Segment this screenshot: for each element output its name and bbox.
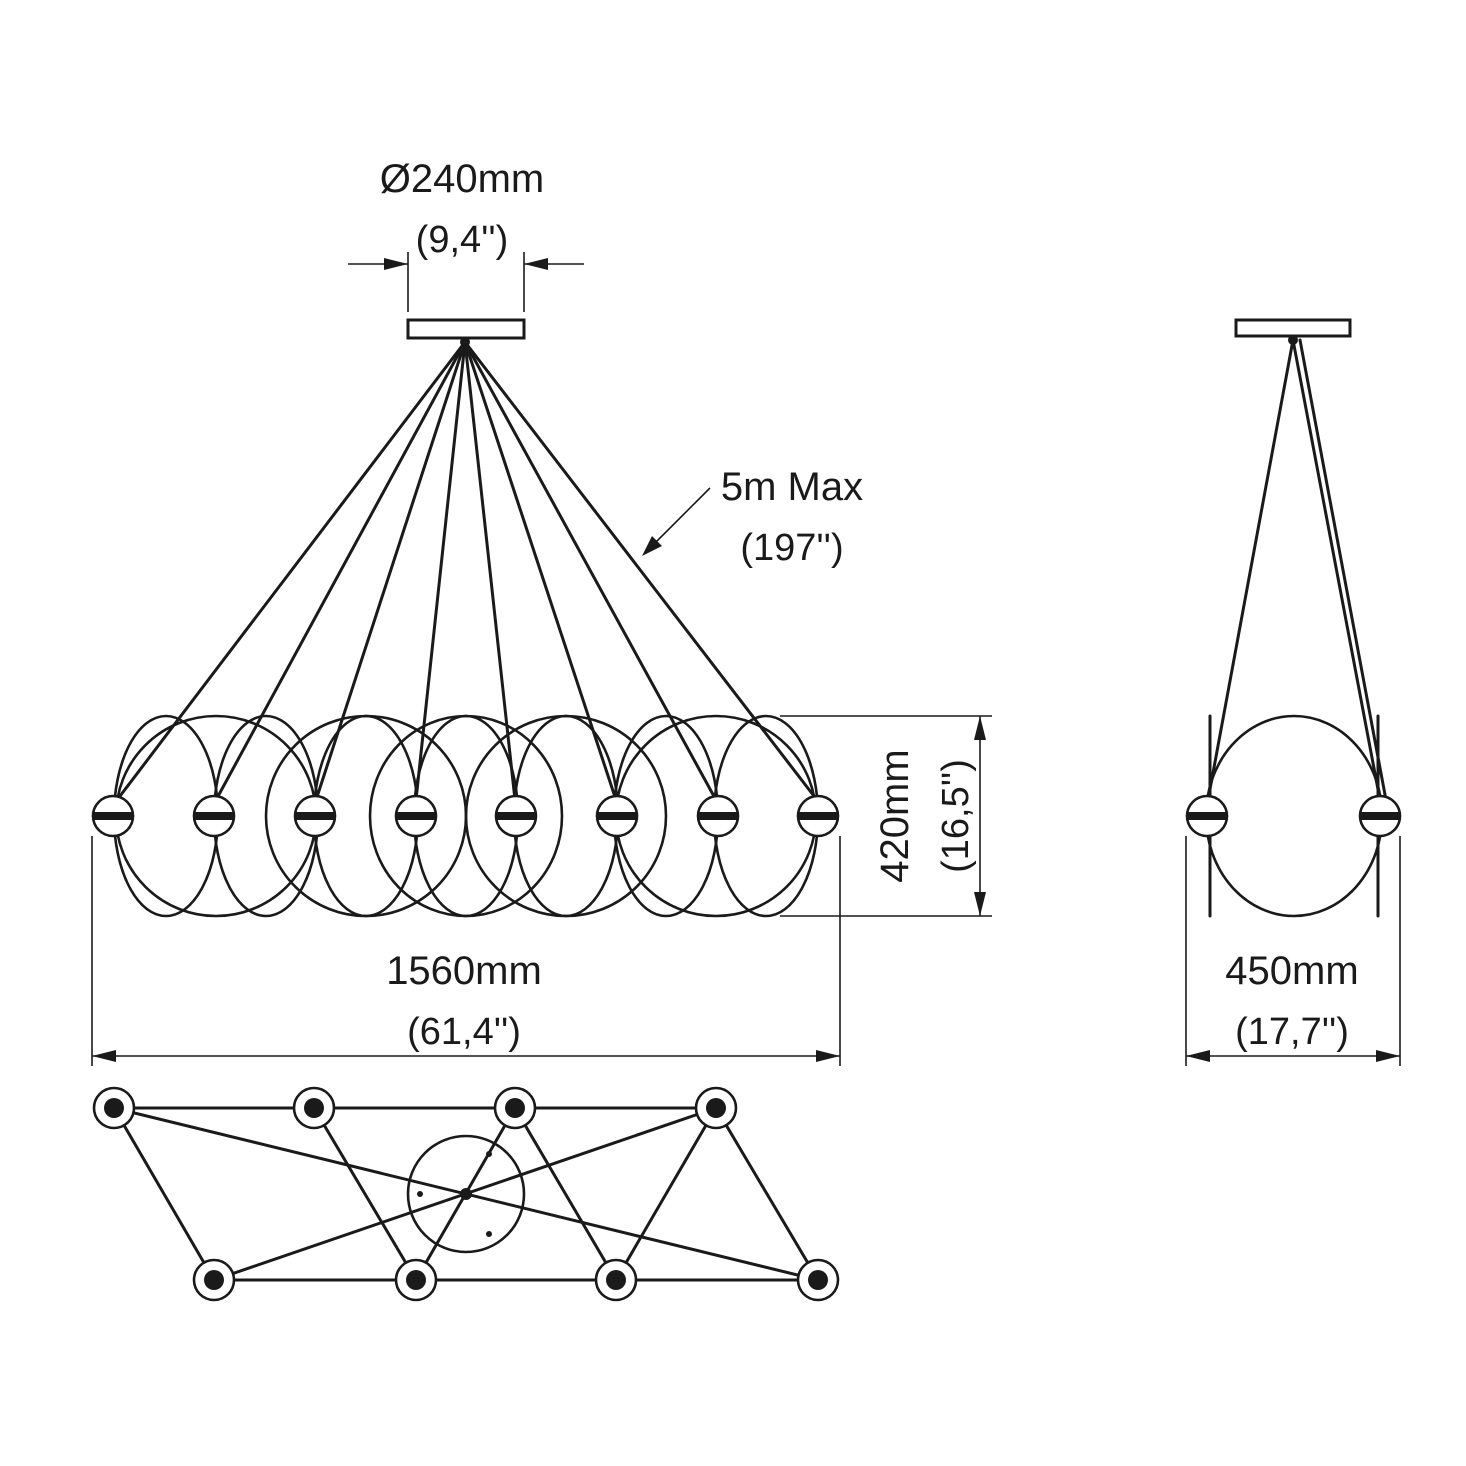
sphere-light-icon (493, 1086, 537, 1130)
side-view: 450mm (17,7'') (1185, 318, 1402, 1066)
ceiling-canopy-icon (1234, 318, 1352, 338)
sphere-light-icon (594, 1258, 638, 1302)
suspension-cables-side (1206, 338, 1388, 802)
light-heads-top (92, 1086, 840, 1302)
cable-length-callout: 5m Max (197'') (642, 465, 863, 569)
depth-label: 450mm (1225, 949, 1358, 993)
width-inch-label: (61,4'') (407, 1011, 521, 1053)
suspension-cables (115, 340, 819, 802)
sphere-light-icon (796, 1258, 840, 1302)
width-dimension: 1560mm (61,4'') (91, 836, 841, 1066)
sphere-light-icon (494, 794, 538, 838)
top-view-hub (460, 1188, 472, 1200)
height-dimension: 420mm (16,5'') (780, 715, 992, 917)
ceiling-canopy-icon (406, 318, 526, 340)
width-label: 1560mm (386, 949, 542, 993)
sphere-light-icon (696, 794, 740, 838)
sphere-light-icon (292, 1086, 336, 1130)
sphere-light-icon (1185, 794, 1229, 838)
front-view: Ø240mm (9,4'') 5m Max (197'') (91, 157, 992, 1066)
sphere-light-icon (796, 794, 840, 838)
cable-length-label: 5m Max (721, 465, 863, 509)
sphere-light-icon (394, 794, 438, 838)
depth-dimension: 450mm (17,7'') (1185, 836, 1401, 1066)
depth-inch-label: (17,7'') (1235, 1011, 1349, 1053)
sphere-light-icon (92, 1086, 136, 1130)
sphere-light-icon (192, 1258, 236, 1302)
canopy-dimension: Ø240mm (9,4'') (348, 157, 584, 312)
sphere-light-icon (293, 794, 337, 838)
canopy-diameter-label: Ø240mm (380, 157, 545, 201)
height-label: 420mm (873, 749, 917, 882)
canopy-diameter-inch-label: (9,4'') (416, 219, 509, 261)
sphere-light-icon (595, 794, 639, 838)
loop-ring-side (1204, 714, 1384, 918)
sphere-light-icon (394, 1258, 438, 1302)
sphere-light-icon (192, 794, 236, 838)
top-view (92, 1086, 840, 1302)
height-inch-label: (16,5'') (935, 759, 977, 873)
light-heads-front (91, 794, 840, 838)
cable-length-inch-label: (197'') (740, 527, 843, 569)
canopy-top (406, 1134, 526, 1254)
sphere-light-icon (1358, 794, 1402, 838)
sphere-light-icon (694, 1086, 738, 1130)
sphere-light-icon (91, 794, 135, 838)
